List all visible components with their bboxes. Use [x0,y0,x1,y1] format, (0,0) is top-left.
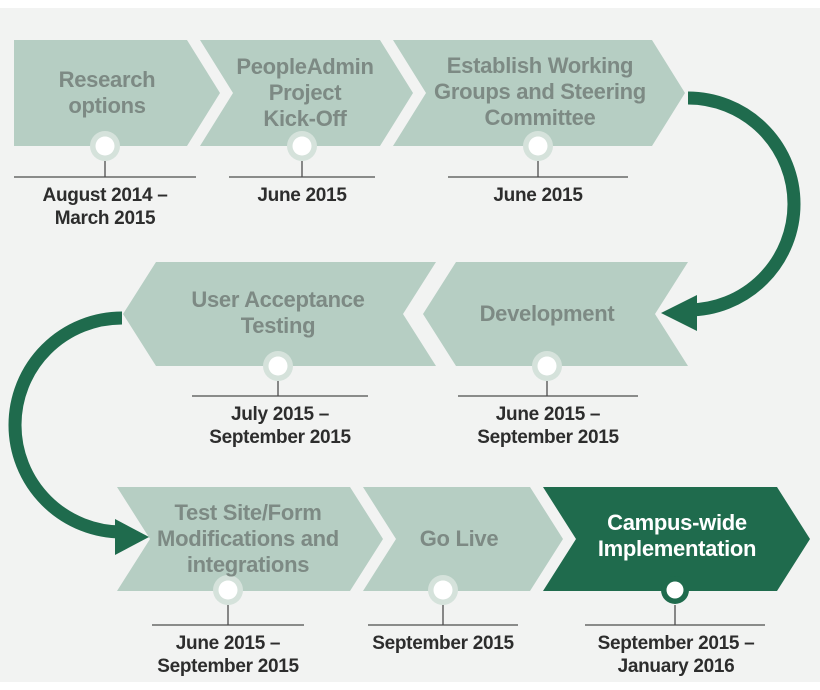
step-date-development: June 2015 – September 2015 [477,404,619,448]
chevron-development [423,262,688,366]
step-label-go-live: Go Live [419,526,499,551]
flow-arrow-right-curve-head [661,295,697,331]
step-date-peopleadmin-kickoff: June 2015 [257,185,347,206]
step-label-research-options: Research options [58,67,156,118]
milestone-dot-development [537,356,557,376]
chevron-test-site-modifications [117,487,383,591]
flow-arrow-left-curve [8,311,123,539]
chevron-go-live [363,487,563,591]
step-date-go-live: September 2015 [372,633,514,654]
milestone-dot-uat [268,356,288,376]
step-date-establish-working-groups: June 2015 [493,185,583,206]
step-label-test-site-modifications: Test Site/Form Modifications and integra… [157,500,339,577]
chevron-peopleadmin-kickoff [200,40,413,146]
step-label-campus-wide-implementation: Campus-wide Implementation [597,510,757,561]
step-date-test-site-modifications: June 2015 – September 2015 [157,633,299,677]
step-date-campus-wide-implementation: September 2015 – January 2016 [597,633,755,677]
milestone-dot-test-site [218,580,238,600]
flow-arrow-left-curve-head [115,519,149,555]
top-border [0,0,820,8]
chevron-campus-wide-implementation [543,487,810,591]
step-date-user-acceptance-testing: July 2015 – September 2015 [209,404,351,448]
step-label-establish-working-groups: Establish Working Groups and Steering Co… [434,53,646,130]
milestone-dot-go-live [433,580,453,600]
flow-arrow-right-curve [687,91,801,317]
step-label-peopleadmin-kickoff: PeopleAdmin Project Kick-Off [236,54,374,131]
chevron-user-acceptance-testing [123,262,436,366]
milestone-dot-working-groups [528,136,548,156]
step-label-development: Development [479,301,615,326]
step-label-user-acceptance-testing: User Acceptance Testing [191,287,365,338]
chevron-research-options [14,40,220,146]
milestone-dot-kickoff [292,136,312,156]
step-date-research-options: August 2014 – March 2015 [42,185,168,229]
chevron-establish-working-groups [393,40,685,146]
milestone-dot-research [95,136,115,156]
bottom-border [0,682,820,690]
milestone-dot-campus-wide [666,581,684,599]
